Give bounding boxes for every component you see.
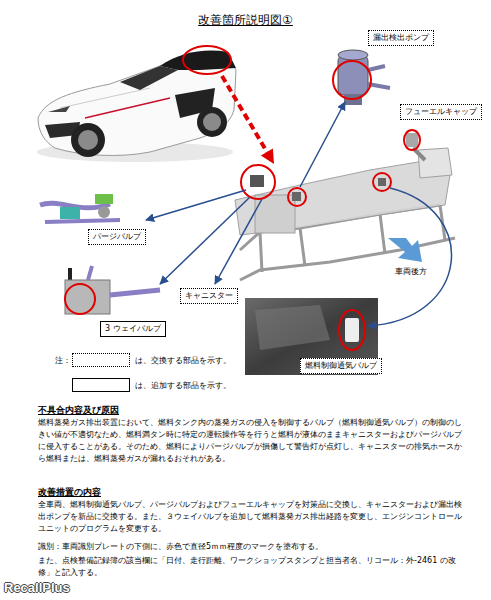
direction-arrow — [388, 238, 422, 262]
replaced-part-label: 燃料制御通気バルブ — [300, 358, 382, 374]
fuel-system-picture — [292, 192, 301, 201]
three-way-valve-picture — [110, 290, 160, 295]
part-name: 燃料制御通気バルブ — [305, 361, 377, 371]
note-label: 注： — [55, 355, 71, 367]
fuel-system-picture — [260, 232, 262, 272]
leader-arrow — [215, 199, 262, 284]
page-title: 改善箇所説明図① — [198, 13, 293, 27]
replaced-part-label: パージバルブ — [88, 229, 146, 245]
vent-valve-photo — [339, 310, 365, 350]
body-paragraph: 識別：車両識別プレートの下側に、赤色で直径5ｍｍ程度のマークを塗布する。 — [38, 541, 468, 553]
purge-valve-picture — [95, 194, 113, 204]
fuel-system-picture — [235, 160, 450, 235]
fuel-system-picture — [378, 178, 386, 186]
pointer-arrow — [222, 76, 274, 164]
fuel-system-picture — [373, 173, 391, 191]
pointer-arrow — [261, 148, 274, 164]
car-picture — [203, 113, 221, 131]
car-picture — [183, 46, 231, 74]
section-heading: 不具合内容及び原因 — [38, 404, 119, 416]
legend-sample — [72, 378, 130, 392]
part-name: フューエルキャップ — [405, 107, 477, 117]
car-picture — [120, 66, 178, 90]
fuel-system-picture — [250, 175, 264, 187]
title-line: 改善箇所説明図① — [0, 9, 491, 29]
replaced-part-label: 漏出検出ポンプ — [368, 30, 434, 46]
three-way-valve-picture — [65, 266, 160, 314]
pump-picture — [333, 50, 390, 105]
fuel-system-picture — [380, 214, 385, 254]
pump-picture — [333, 61, 371, 99]
watermark: RecallPlus — [4, 582, 70, 594]
three-way-valve-picture — [88, 266, 92, 280]
part-name: キャニスター — [185, 291, 233, 301]
three-way-valve-picture — [65, 280, 110, 314]
part-name: 3 ウェイバルブ — [105, 324, 161, 334]
fuel-system-picture — [406, 133, 418, 147]
car-picture — [78, 130, 98, 150]
fuel-system-picture — [418, 148, 452, 178]
vent-valve-photo — [245, 298, 378, 375]
fuel-system-picture — [241, 165, 275, 199]
three-way-valve-picture — [65, 284, 95, 314]
legend-sample — [72, 353, 130, 367]
car-picture — [60, 88, 150, 108]
car-picture — [197, 107, 227, 137]
legend-text: は、追加する部品を示す。 — [135, 380, 231, 392]
leader-arrow — [146, 102, 451, 326]
leader-arrow — [300, 102, 345, 187]
fuel-system-picture — [240, 238, 455, 280]
car-picture — [85, 98, 170, 118]
pointer-arrow — [222, 76, 267, 152]
car-picture — [48, 106, 70, 112]
added-part-label: 3 ウェイバルブ — [100, 321, 166, 337]
direction-arrow — [388, 238, 422, 262]
part-name: 漏出検出ポンプ — [373, 33, 429, 43]
body-paragraph: また、点検整備記録簿の該当欄に「日付、走行距離、ワークショップスタンプと担当者名… — [38, 555, 468, 579]
fuel-system-picture — [300, 228, 305, 266]
legend-text: は、交換する部品を示す。 — [135, 355, 231, 367]
pump-picture — [338, 50, 368, 60]
car-picture — [71, 123, 105, 157]
leader-arrow — [368, 188, 451, 326]
car-picture — [160, 51, 236, 70]
body-paragraph: 燃料蒸発ガス排出装置において、燃料タンク内の蒸発ガスの侵入を制御するバルブ（燃料… — [38, 417, 468, 465]
section-heading: 改善措置の内容 — [38, 486, 101, 498]
replaced-part-label: フューエルキャップ — [400, 104, 482, 120]
part-name: パージバルブ — [93, 232, 141, 242]
fuel-system-picture — [288, 188, 306, 206]
fuel-system-picture — [404, 130, 420, 150]
direction-label: 車両後方 — [395, 266, 427, 278]
purge-valve-picture — [40, 194, 120, 222]
purge-valve-picture — [45, 220, 120, 222]
replaced-part-label: キャニスター — [180, 288, 238, 304]
fuel-system-picture — [235, 130, 455, 280]
body-paragraph: 全車両、燃料制御通気バルブ、パージバルブおよびフューエルキャップを対策品に交換し… — [38, 499, 468, 535]
car-picture — [37, 46, 236, 162]
purge-valve-picture — [98, 206, 110, 218]
vent-valve-photo — [255, 305, 330, 350]
leader-arrow — [160, 197, 250, 284]
vent-valve-photo — [345, 318, 359, 342]
vent-valve-photo — [245, 298, 378, 375]
purge-valve-picture — [60, 207, 80, 219]
